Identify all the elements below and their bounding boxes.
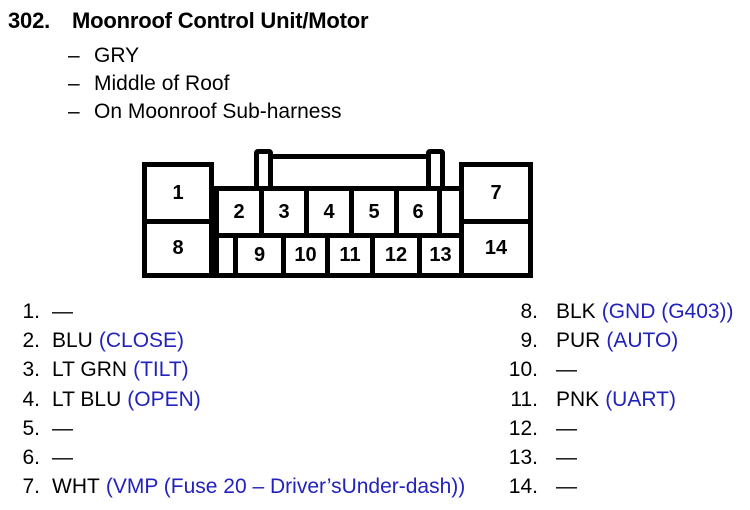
pin-wire-color: LT BLU <box>52 388 122 411</box>
pin-number: 6. <box>22 446 40 469</box>
dash-bullet: – <box>68 44 80 67</box>
pin-wire-color: — <box>556 446 577 469</box>
pin-wire-color: — <box>556 475 577 498</box>
pin-function: (VMP (Fuse 20 – Driver’sUnder-dash)) <box>105 475 466 498</box>
pin-row-13: 13. — <box>500 446 583 470</box>
pin-wire-color: LT GRN <box>52 358 128 381</box>
pin-wire-color: — <box>556 358 577 381</box>
connector-cell-2: 2 <box>214 186 264 238</box>
pin-number: 2. <box>22 329 40 352</box>
cell-number: 6 <box>412 200 424 223</box>
attribute-label: On Moonroof Sub-harness <box>94 100 342 123</box>
pin-number: 1. <box>22 300 40 323</box>
cell-number: 13 <box>429 244 452 266</box>
pin-number: 9. <box>520 329 538 352</box>
pin-row-4: 4. LT BLU(OPEN) <box>4 388 201 412</box>
pin-row-8: 8. BLK(GND (G403)) <box>500 300 734 324</box>
section-title: Moonroof Control Unit/Motor <box>72 8 369 33</box>
pin-number: 11. <box>510 388 538 411</box>
cell-number: 2 <box>233 200 245 223</box>
cell-number: 11 <box>339 244 361 266</box>
connector-cell-6: 6 <box>394 186 442 238</box>
connector-cell-4: 4 <box>304 186 354 238</box>
connector-blank-cell-top <box>437 186 464 238</box>
pin-number: 12. <box>508 417 538 440</box>
pin-wire-color: — <box>52 446 73 469</box>
attribute-item: –On Moonroof Sub-harness <box>68 100 341 124</box>
pin-wire-color: — <box>52 417 73 440</box>
connector-latch-prong-left <box>254 149 273 191</box>
cell-number: 9 <box>253 244 266 266</box>
pin-number: 4. <box>22 388 40 411</box>
connector-cell-8: 8 <box>142 219 214 278</box>
connector-cell-9: 9 <box>233 233 286 278</box>
pin-wire-color: — <box>556 417 577 440</box>
pin-function: (OPEN) <box>127 388 201 411</box>
connector-cell-12: 12 <box>370 233 422 278</box>
pin-wire-color: — <box>52 300 73 323</box>
pin-function: (AUTO) <box>606 329 679 352</box>
connector-cell-1: 1 <box>142 162 214 224</box>
attribute-label: Middle of Roof <box>94 72 230 95</box>
pin-number: 3. <box>22 358 40 381</box>
pin-row-6: 6. — <box>4 446 79 470</box>
pin-row-2: 2. BLU(CLOSE) <box>4 329 184 353</box>
pin-function: (GND (G403)) <box>601 300 734 323</box>
attribute-item: –Middle of Roof <box>68 72 229 96</box>
cell-number: 12 <box>384 244 408 266</box>
connector-latch-prong-right <box>426 149 445 191</box>
pin-row-7: 7. WHT(VMP (Fuse 20 – Driver’sUnder-dash)… <box>4 475 465 499</box>
cell-number: 3 <box>278 200 290 223</box>
pin-row-12: 12. — <box>500 417 583 441</box>
connector-cell-3: 3 <box>259 186 309 238</box>
cell-number: 1 <box>172 181 184 204</box>
cell-number: 14 <box>484 237 508 259</box>
pin-row-10: 10. — <box>500 358 583 382</box>
pin-row-1: 1. — <box>4 300 79 324</box>
attribute-item: –GRY <box>68 44 139 68</box>
cell-number: 4 <box>323 200 335 223</box>
cell-number: 5 <box>368 200 380 223</box>
pin-wire-color: PUR <box>556 329 601 352</box>
page-title: 302. Moonroof Control Unit/Motor <box>8 8 369 34</box>
pin-number: 8. <box>520 300 538 323</box>
pin-function: (CLOSE) <box>98 329 185 352</box>
pin-number: 13. <box>508 446 538 469</box>
connector-cell-14: 14 <box>459 219 533 278</box>
dash-bullet: – <box>68 100 80 123</box>
dash-bullet: – <box>68 72 80 95</box>
pin-row-9: 9. PUR(AUTO) <box>500 329 678 353</box>
connector-cell-5: 5 <box>349 186 399 238</box>
connector-cell-11: 11 <box>325 233 375 278</box>
pin-row-14: 14. — <box>500 475 583 499</box>
pin-number: 10. <box>508 358 538 381</box>
pin-wire-color: BLK <box>556 300 596 323</box>
pin-row-3: 3. LT GRN(TILT) <box>4 358 189 382</box>
pin-row-11: 11. PNK(UART) <box>500 388 676 412</box>
pin-wire-color: WHT <box>52 475 100 498</box>
pin-function: (UART) <box>605 388 676 411</box>
cell-number: 7 <box>490 181 502 204</box>
attribute-label: GRY <box>94 44 140 67</box>
section-number: 302. <box>8 8 51 33</box>
connector-cell-13: 13 <box>417 233 464 278</box>
pin-wire-color: PNK <box>556 388 600 411</box>
pin-function: (TILT) <box>133 358 189 381</box>
cell-number: 8 <box>172 237 184 259</box>
pin-row-5: 5. — <box>4 417 79 441</box>
connector-cell-7: 7 <box>459 162 533 224</box>
connector-cell-10: 10 <box>281 233 330 278</box>
pin-wire-color: BLU <box>52 329 93 352</box>
pin-number: 14. <box>508 475 538 498</box>
cell-number: 10 <box>294 244 317 266</box>
pin-number: 5. <box>22 417 40 440</box>
pin-number: 7. <box>22 475 40 498</box>
